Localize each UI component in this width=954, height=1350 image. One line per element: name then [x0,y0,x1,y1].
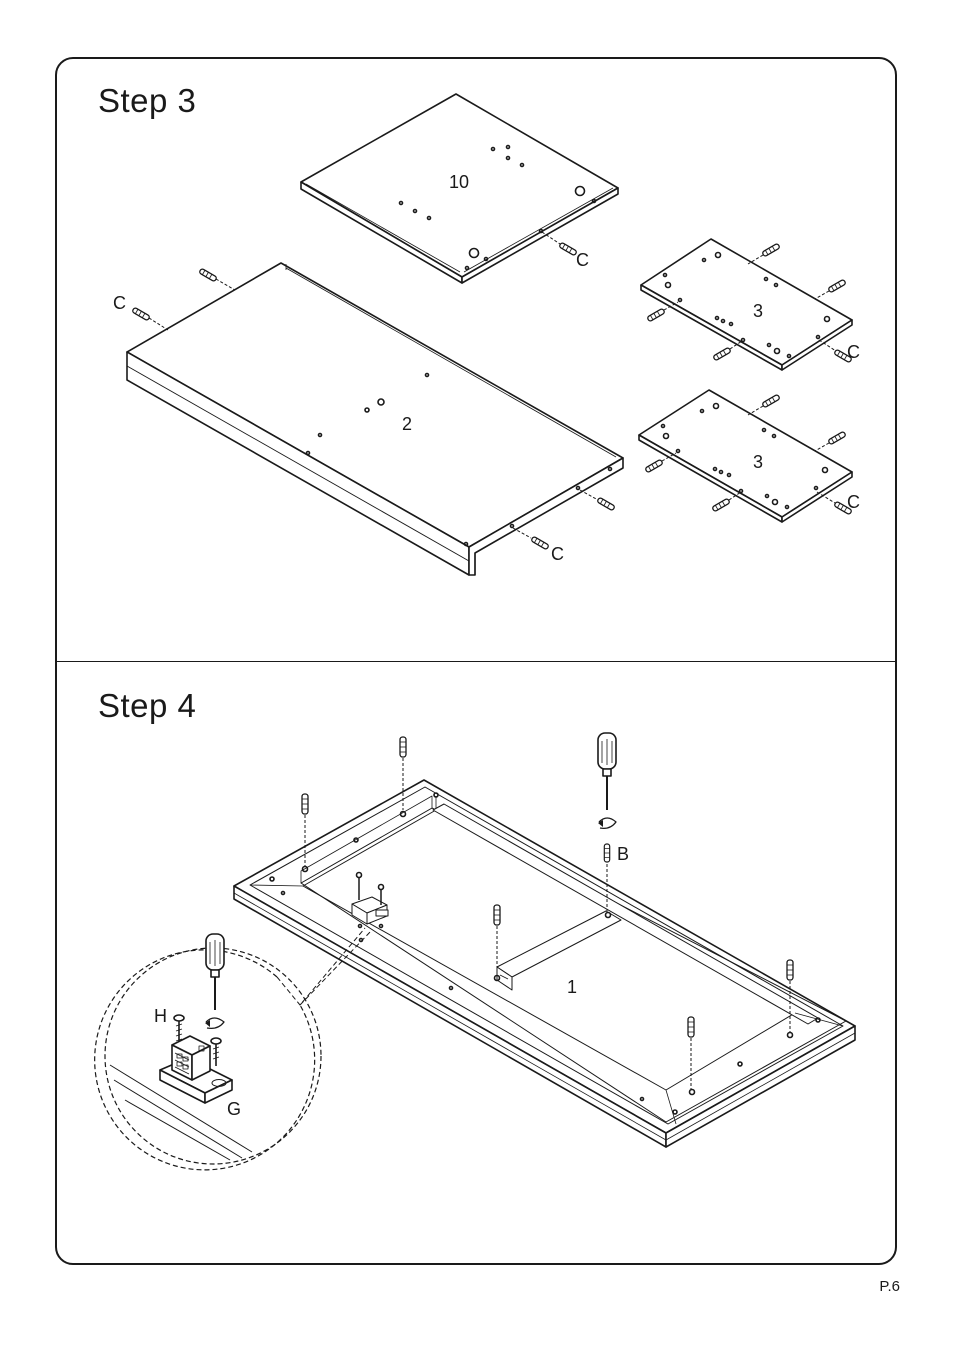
label-c3: C [551,544,564,564]
dowel-c-icon [597,497,615,511]
panel-1-frame [234,780,855,1147]
dowel-c-icon [647,308,665,322]
dowel-icon [688,1017,694,1037]
dowel-c-icon [712,498,730,512]
label-bracket-g: G [227,1099,241,1119]
dowel-c-icon [762,243,780,257]
dowel-c-icon [132,307,150,321]
screw-h2-icon [211,1038,221,1066]
dowel-c-icon [762,394,780,408]
dowel-c-icon [531,536,549,550]
label-panel-3a: 3 [753,301,763,321]
label-c5: C [847,492,860,512]
label-screw-h: H [154,1006,167,1026]
screwdriver-icon [598,733,616,810]
dowel-c-icon [713,347,731,361]
dowel-c-icon [828,431,846,445]
screw-b-icon [604,844,609,862]
panel-2 [127,263,623,575]
label-c2: C [113,293,126,313]
dowel-icon [787,960,793,980]
dowel-icon [302,794,308,814]
bracket-g-icon [160,1036,232,1103]
dowel-icon [494,905,500,925]
screwdriver-detail-icon [206,934,224,1010]
dowel-c-icon [828,279,846,293]
label-panel-1: 1 [567,977,577,997]
label-panel-3b: 3 [753,452,763,472]
label-c4: C [847,342,860,362]
dowel-c-icon [559,242,577,256]
dowel-c-icon [645,459,663,473]
label-c1: C [576,250,589,270]
dowel-icon [400,737,406,757]
label-screw-b: B [617,844,629,864]
label-panel-10: 10 [449,172,469,192]
dowel-c-icon [199,268,217,282]
label-panel-2: 2 [402,414,412,434]
